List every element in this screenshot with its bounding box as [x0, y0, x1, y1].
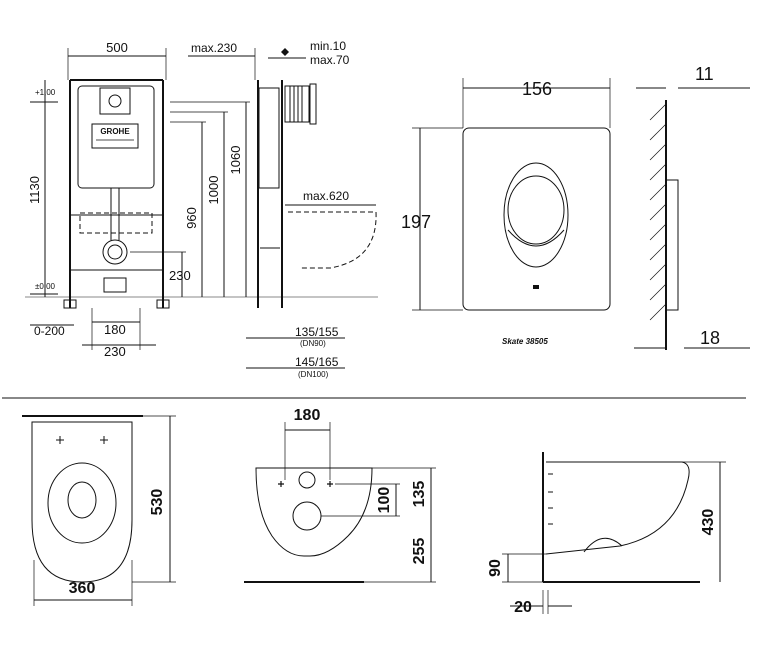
dn90-label: (DN90): [300, 339, 326, 348]
wall-hatching: [649, 103, 667, 321]
flush-valve-icon: [108, 94, 122, 108]
fixing-hole-icon: [278, 481, 333, 487]
toilet-side-view-panel: 430 90 20: [487, 452, 726, 616]
mounting-hole-icon: [56, 436, 108, 444]
brand-logo-text: GROHE: [100, 127, 130, 136]
dim-90-label: 90: [487, 559, 504, 577]
wc-outline-dashed: [288, 211, 377, 269]
flush-button-oval: [503, 162, 569, 268]
outlet-hole: [292, 501, 322, 531]
dim-230h-label: 230: [104, 344, 126, 359]
side-flush-plate-mount: [284, 85, 310, 123]
dim-1060-label: 1060: [228, 146, 243, 175]
side-cistern: [258, 87, 280, 189]
dim-max230-label: max.230: [191, 41, 237, 55]
plate-side-profile: [665, 179, 679, 311]
dim-197-label: 197: [401, 212, 431, 232]
plate-logo-icon: [533, 285, 539, 289]
installation-frame-panel: GROHE +1,00 ±0,00 500 max.230 min.10 max…: [25, 39, 378, 379]
drain-connector: [102, 239, 128, 265]
dim-1000-label: 1000: [206, 176, 221, 205]
bowl-trap: [583, 537, 623, 553]
dim-180-label: 180: [104, 322, 126, 337]
dim-11-label: 11: [695, 64, 714, 84]
left-foot: [63, 299, 77, 309]
bowl-outline-side: [545, 461, 690, 555]
cistern-tank: [77, 85, 155, 189]
dim-430-label: 430: [700, 509, 717, 536]
dim-1130-label: 1130: [27, 176, 42, 204]
drain-elbow: [103, 277, 127, 293]
dim-20-label: 20: [514, 599, 532, 616]
toilet-back-view-panel: 180 100 135 255: [244, 407, 436, 583]
hidden-fixings: [548, 473, 556, 525]
dn100-label: (DN100): [298, 370, 329, 379]
brand-badge: [91, 123, 139, 149]
dim-360-label: 360: [69, 580, 96, 597]
seat-outline: [47, 462, 117, 544]
bowl-outline-top: [31, 421, 133, 583]
dim-0-200-label: 0-200: [34, 324, 65, 338]
flush-plate-front: [462, 127, 611, 311]
model-caption: Skate 38505: [502, 337, 548, 346]
dim-156-label: 156: [522, 79, 552, 99]
dn100-size-label: 145/165: [295, 355, 339, 369]
flush-opening: [99, 87, 131, 115]
bowl-opening: [67, 481, 97, 519]
bowl-outline-back: [255, 467, 373, 557]
dn90-size-label: 135/155: [295, 325, 339, 339]
dim-530-label: 530: [149, 489, 166, 516]
dim-960-label: 960: [184, 207, 199, 229]
dim-max70-label: max.70: [310, 53, 350, 67]
drain-connector-inner: [107, 244, 123, 260]
dim-max620-label: max.620: [303, 189, 349, 203]
bowl-outline-dashed: [79, 212, 153, 234]
flush-button-lower: [507, 229, 565, 247]
dim-18-label: 18: [700, 328, 720, 348]
side-flush-plate: [309, 83, 317, 125]
diamond-marker-icon: [281, 48, 289, 56]
flush-button-inner: [507, 175, 565, 245]
dim-180-label: 180: [294, 407, 321, 424]
dim-min10-label: min.10: [310, 39, 346, 53]
right-foot: [156, 299, 170, 309]
dim-255-label: 255: [411, 538, 428, 565]
dim-100-label: 100: [376, 487, 393, 514]
dim-230v-label: 230: [169, 268, 191, 283]
dim-135-label: 135: [411, 481, 428, 508]
toilet-top-view-panel: 530 360: [22, 415, 176, 606]
flush-plate-panel: 156 197 Skate 38505 11 18: [401, 64, 750, 350]
inlet-hole: [298, 471, 316, 489]
dim-500-label: 500: [106, 40, 128, 55]
